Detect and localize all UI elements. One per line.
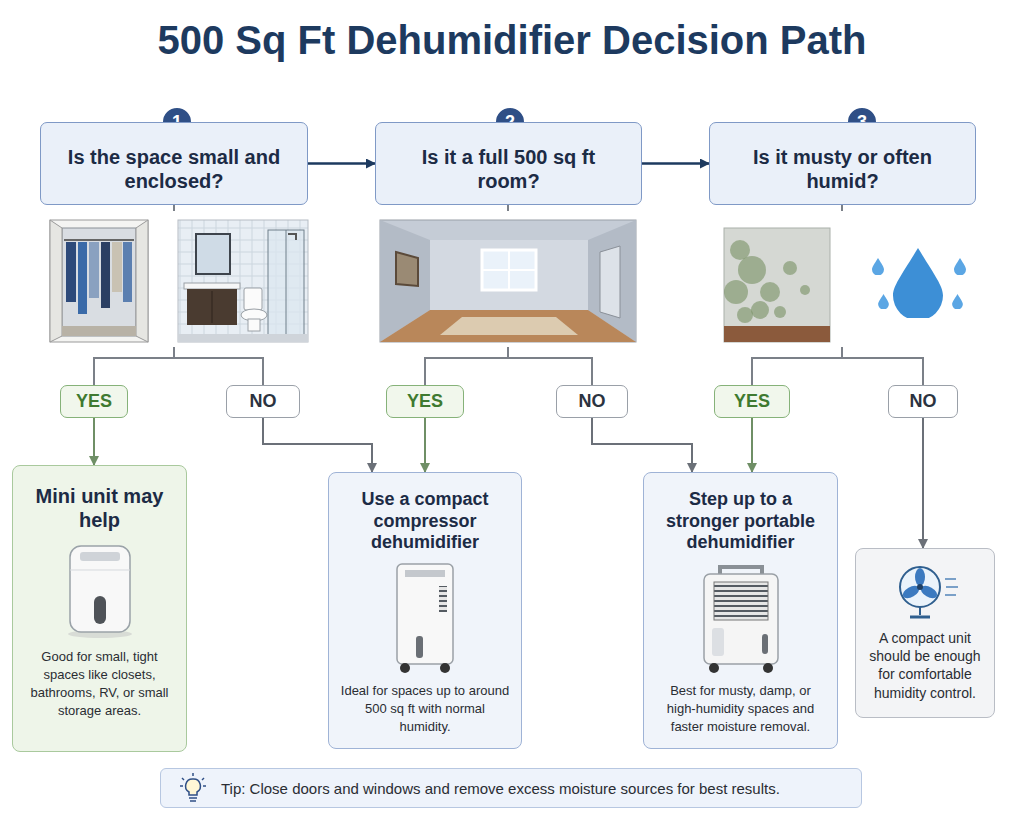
lightbulb-icon — [179, 773, 207, 803]
node-label: YES — [76, 391, 112, 412]
fan-icon — [890, 563, 960, 621]
illustration-holder — [339, 560, 511, 676]
node-label: NO — [910, 391, 937, 412]
mold-wall-illustration — [724, 228, 830, 342]
illustration-holder — [179, 773, 207, 803]
question-box: Is the space small and enclosed? — [40, 122, 308, 205]
room-illustration — [380, 220, 636, 342]
question-box: Is it musty or often humid? — [709, 122, 976, 205]
no-pill: NO — [226, 385, 300, 418]
node-label: NO — [579, 391, 606, 412]
node-label: A compact unit should be enough for comf… — [866, 629, 984, 702]
yes-pill: YES — [60, 385, 128, 418]
node-label: NO — [250, 391, 277, 412]
connector — [263, 418, 372, 472]
connector — [592, 418, 692, 472]
result-box: Step up to a stronger portable dehumidif… — [643, 472, 838, 749]
compact-dehumidifier — [375, 562, 475, 674]
no-pill: NO — [556, 385, 628, 418]
connector — [93, 418, 95, 465]
node-label: YES — [407, 391, 443, 412]
connector — [308, 162, 375, 165]
closet-illustration — [50, 220, 148, 342]
mini-dehumidifier — [50, 540, 150, 640]
yes-pill: YES — [386, 385, 464, 418]
illustration-holder — [866, 561, 984, 623]
connector — [751, 418, 753, 472]
bathroom-illustration — [178, 220, 308, 342]
illustration-holder — [23, 538, 176, 642]
node-label: Use a compact compressor dehumidifier — [339, 489, 511, 554]
result-box: Mini unit may help Good for small, tight… — [12, 465, 187, 752]
water-drops-icon — [872, 248, 966, 321]
node-body: Ideal for spaces up to around 500 sq ft … — [339, 682, 511, 736]
connector — [922, 418, 924, 548]
image-band — [0, 211, 1024, 347]
node-label: YES — [734, 391, 770, 412]
node-body: Best for musty, damp, or high-humidity s… — [654, 682, 827, 736]
result-box: A compact unit should be enough for comf… — [855, 548, 995, 718]
node-label: Is the space small and enclosed? — [53, 145, 295, 193]
node-label: Tip: Close doors and windows and remove … — [221, 780, 780, 797]
node-label: Mini unit may help — [23, 484, 176, 532]
no-pill: NO — [888, 385, 958, 418]
diagram-title: 500 Sq Ft Dehumidifier Decision Path — [0, 18, 1024, 63]
node-body: Good for small, tight spaces like closet… — [23, 648, 176, 720]
tip-box: Tip: Close doors and windows and remove … — [160, 768, 862, 808]
node-label: Step up to a stronger portable dehumidif… — [654, 489, 827, 554]
result-box: Use a compact compressor dehumidifier Id… — [328, 472, 522, 749]
connector — [424, 418, 426, 472]
portable-dehumidifier — [686, 562, 796, 674]
question-box: Is it a full 500 sq ft room? — [375, 122, 642, 205]
node-label: Is it musty or often humid? — [722, 145, 963, 193]
illustration-holder — [654, 560, 827, 676]
connector — [642, 162, 709, 165]
yes-pill: YES — [714, 385, 790, 418]
node-label: Is it a full 500 sq ft room? — [388, 145, 629, 193]
